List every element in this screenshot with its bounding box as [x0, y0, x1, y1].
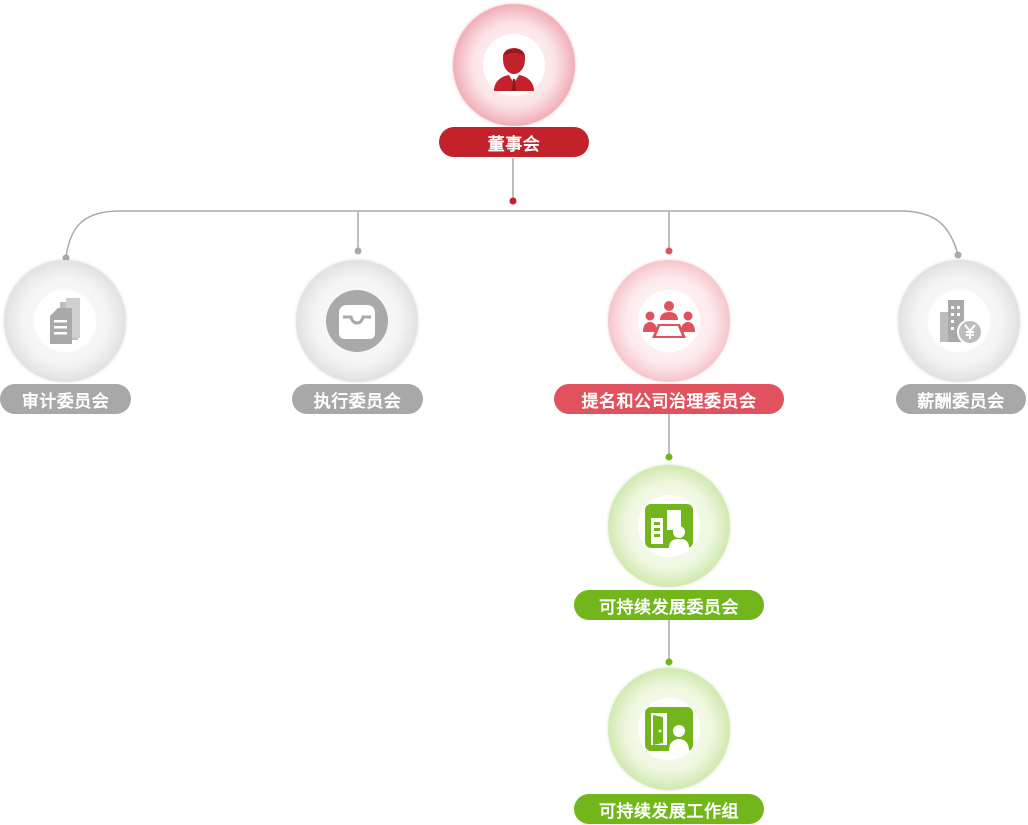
connector-dot-sustainability: [665, 453, 673, 461]
door-person-icon: [638, 698, 700, 760]
inbox-tray-icon: [326, 290, 388, 352]
executive-committee-label: 执行委员会: [292, 384, 423, 414]
nominating-committee-label: 提名和公司治理委员会: [554, 384, 784, 414]
building-yen-icon: [928, 290, 990, 352]
board-circle: [453, 4, 575, 126]
sustainability-committee-circle: [608, 465, 730, 587]
meeting-table-icon: [638, 290, 700, 352]
documents-icon: [34, 290, 96, 352]
connector-dot-nominating: [665, 247, 673, 255]
sustainability-working-group-label: 可持续发展工作组: [574, 794, 764, 824]
remuneration-committee-label: 薪酬委员会: [896, 384, 1026, 414]
sustainability-working-group-circle: [608, 668, 730, 790]
board-label: 董事会: [439, 127, 589, 157]
audit-committee-label: 审计委员会: [0, 384, 131, 414]
connector-dot-working-group: [665, 658, 673, 666]
executive-committee-circle: [296, 260, 418, 382]
remuneration-committee-circle: [898, 260, 1020, 382]
connector-dot-remuneration: [954, 251, 962, 259]
connector-dot-board: [509, 197, 517, 205]
connector-dot-audit: [62, 254, 70, 262]
audit-committee-circle: [4, 260, 126, 382]
businessman-icon: [483, 34, 545, 96]
branch-line: [65, 210, 959, 259]
nominating-committee-circle: [608, 260, 730, 382]
connector-dot-executive: [354, 247, 362, 255]
office-building-person-icon: [638, 495, 700, 557]
sustainability-committee-label: 可持续发展委员会: [574, 590, 764, 620]
